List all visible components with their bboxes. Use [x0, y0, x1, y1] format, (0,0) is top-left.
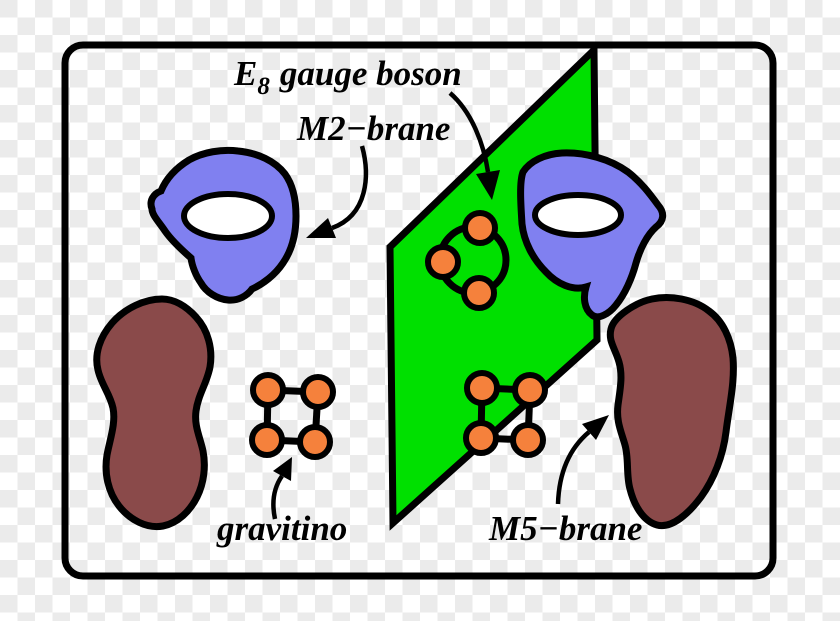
particle: [464, 370, 500, 406]
gravitino-label: gravitino: [216, 509, 347, 548]
m2-brane-left-hole: [181, 191, 275, 241]
particle: [297, 424, 333, 460]
m5-brane-left: [93, 295, 215, 531]
arrowhead: [582, 415, 609, 440]
m2-brane-label: M2−brane: [296, 109, 450, 148]
arrowhead: [476, 170, 500, 200]
gauge-boson-particle: [462, 210, 498, 246]
m2-brane-right-hole: [532, 192, 624, 238]
e8-gauge-boson-arrow: [448, 91, 500, 200]
particle: [250, 372, 286, 408]
m2-brane-right: [517, 149, 667, 321]
gravitino-arrow: [271, 457, 292, 520]
gauge-boson-particle: [425, 244, 461, 280]
arrowhead: [306, 218, 336, 238]
gauge-boson-particle: [461, 275, 497, 311]
particle: [510, 422, 546, 458]
particle: [512, 372, 548, 408]
particle: [463, 420, 499, 456]
arrowhead: [273, 457, 292, 481]
mirror-particle-cluster: [463, 370, 548, 458]
m2-brane-left: [147, 146, 300, 304]
m5-brane-label: M5−brane: [488, 509, 642, 548]
e8-gauge-boson-cluster: [425, 210, 510, 311]
particle: [249, 422, 285, 458]
figure-frame: [61, 41, 777, 580]
m5-brane-arrow: [555, 415, 609, 505]
m2-brane-arrow: [306, 145, 369, 238]
m5-brane-right: [606, 294, 737, 530]
particle: [300, 374, 336, 410]
gravitino-cluster: [249, 372, 336, 460]
